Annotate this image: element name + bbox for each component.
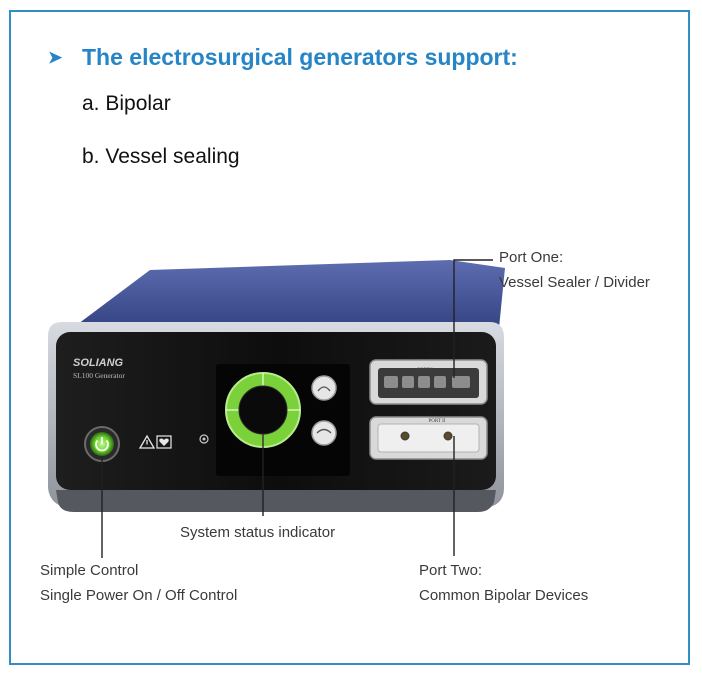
callout-port-one: Port One: Vessel Sealer / Divider (499, 245, 650, 295)
heading: ➤ The electrosurgical generators support… (48, 44, 518, 71)
support-item-bipolar: a. Bipolar (82, 92, 171, 115)
arrow-right-icon: ➤ (48, 47, 63, 67)
mode-button-lower[interactable] (311, 420, 337, 446)
heading-text: The electrosurgical generators support: (82, 44, 518, 70)
callout-status-title: System status indicator (180, 524, 336, 541)
power-icon (95, 437, 109, 452)
callout-line-port-one (453, 259, 493, 378)
mode-button-upper[interactable] (311, 375, 337, 401)
port-two-label: PORT II (429, 419, 446, 424)
support-item-vessel-sealing: b. Vessel sealing (82, 145, 240, 168)
callout-simple-control-title: Simple Control (40, 562, 139, 579)
port-one-label: PORT I (417, 368, 433, 373)
status-indicator-center (238, 385, 288, 435)
brand-logo: SOLIANG (73, 357, 124, 369)
callout-port-one-desc: Vessel Sealer / Divider (499, 274, 650, 291)
callout-simple-control: Simple Control Single Power On / Off Con… (40, 558, 237, 608)
callout-port-two-desc: Common Bipolar Devices (419, 587, 589, 604)
callout-simple-control-desc: Single Power On / Off Control (40, 587, 238, 604)
housing-base (56, 490, 496, 512)
heart-defib-icon (156, 435, 172, 449)
housing-top (62, 260, 505, 338)
callout-status: System status indicator (180, 520, 335, 545)
equipotential-icon (199, 434, 209, 444)
callout-port-one-title: Port One: (499, 249, 564, 266)
callout-port-two-title: Port Two: (419, 562, 483, 579)
warning-icon (138, 434, 156, 449)
callout-port-two: Port Two: Common Bipolar Devices (419, 558, 588, 608)
model-label: SL100 Generator (73, 371, 125, 380)
